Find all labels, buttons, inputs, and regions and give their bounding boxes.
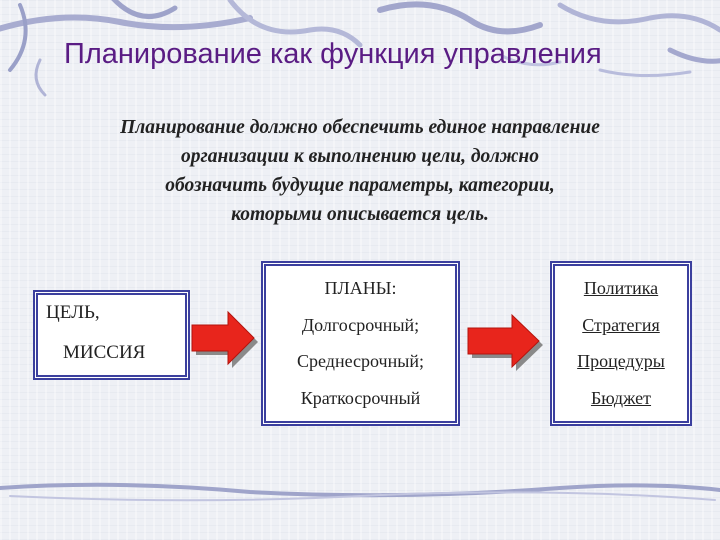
mission-label: МИССИЯ — [63, 342, 146, 363]
page-title: Планирование как функция управления — [64, 38, 602, 70]
plans-heading: ПЛАНЫ: — [324, 278, 397, 298]
policy-item: Политика — [583, 278, 659, 298]
description-line: организации к выполнению цели, должно — [181, 146, 539, 167]
goal-mission-box: ЦЕЛЬ, МИССИЯ — [33, 290, 190, 380]
strategy-item: Стратегия — [582, 314, 660, 335]
description-line: которыми описывается цель. — [231, 204, 489, 225]
budget-item: Бюджет — [590, 387, 652, 408]
description-line: обозначить будущие параметры, категории, — [165, 175, 555, 196]
right-arrow-icon — [467, 313, 543, 371]
description-line: Планирование должно обеспечить единое на… — [120, 117, 600, 138]
description-text: Планирование должно обеспечить единое на… — [40, 113, 680, 229]
plans-box: ПЛАНЫ: Долгосрочный; Среднесрочный; Крат… — [261, 261, 460, 426]
procedures-item: Процедуры — [577, 351, 665, 371]
right-arrow-icon — [191, 310, 258, 368]
plan-item: Краткосрочный — [300, 387, 421, 408]
plan-item: Среднесрочный; — [297, 351, 424, 371]
goal-label: ЦЕЛЬ, — [46, 302, 100, 323]
policy-box: Политика Стратегия Процедуры Бюджет — [550, 261, 692, 426]
plan-item: Долгосрочный; — [301, 314, 420, 335]
